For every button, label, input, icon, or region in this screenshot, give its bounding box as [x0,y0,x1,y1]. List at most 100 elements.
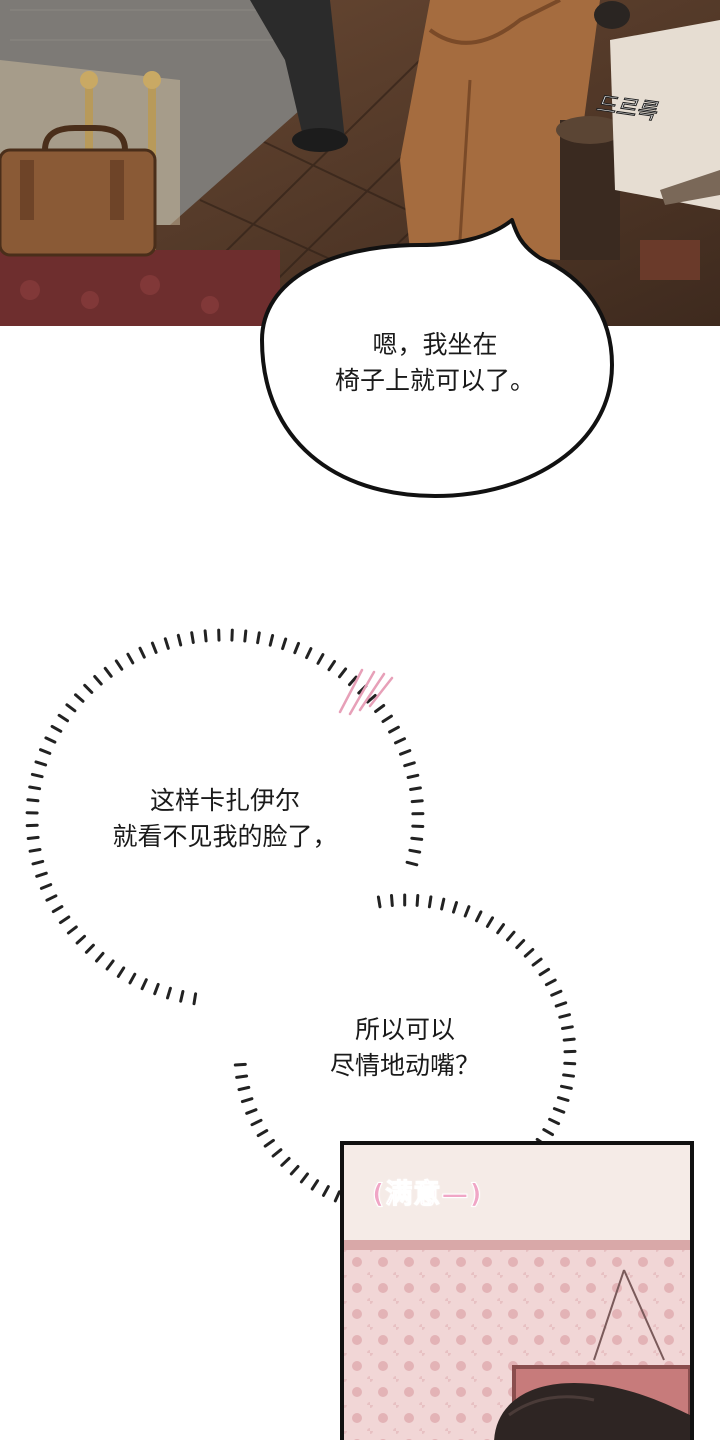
bubble-hatch-stroke [166,986,172,1000]
bubble-hatch-stroke [403,761,416,768]
bubble-hatch-stroke [409,786,422,791]
bubble-hatch-stroke [496,923,505,935]
emphasis-strokes [338,668,394,716]
bottom-comic-panel [340,1141,694,1440]
thought-line-3: 所以可以 [354,1015,455,1044]
bubble-hatch-stroke [299,1172,309,1184]
bubble-hatch-stroke [26,835,40,840]
bubble-hatch-stroke [560,1084,573,1090]
bubble-hatch-stroke [515,939,526,950]
room-illustration [0,0,720,326]
bubble-hatch-stroke [406,773,420,779]
bubble-hatch-stroke [140,978,148,991]
bubble-hatch-stroke [28,848,42,853]
speech-line-2: 椅子上就可以了。 [334,366,535,396]
bubble-hatch-stroke [552,1107,566,1114]
bubble-hatch-stroke [563,1061,577,1066]
thought-line-2: 就看不见我的脸了， [112,822,338,852]
top-comic-panel: 드르륵 [0,0,720,326]
bubble-hatch-stroke [548,1117,561,1126]
bubble-hatch-stroke [268,634,275,647]
thought-line-4: 尽情地动嘴？ [329,1051,480,1081]
bubble-hatch-stroke [388,725,400,734]
bubble-hatch-stroke [376,895,382,909]
bubble-hatch-stroke [293,641,300,655]
bubble-hatch-stroke [66,925,78,935]
bubble-hatch-stroke [394,737,406,745]
bubble-hatch-stroke [83,683,94,694]
bubble-hatch-stroke [374,704,386,713]
bubble-hatch-stroke [523,948,535,958]
bubble-hatch-stroke [203,629,208,643]
bubble-hatch-stroke [531,957,543,967]
bubble-hatch-stroke [281,637,288,651]
bubble-hatch-stroke [463,905,471,918]
bubble-hatch-stroke [271,1148,283,1158]
bubble-hatch-stroke [126,652,135,665]
bubble-hatch-stroke [176,633,183,647]
bubble-hatch-stroke [28,785,42,791]
bubble-hatch-stroke [305,647,313,660]
bubble-hatch-stroke [58,915,71,925]
bubble-hatch-stroke [114,659,124,671]
bubble-hatch-stroke [562,1073,575,1078]
bubble-hatch-stroke [74,693,85,703]
bubble-hatch-stroke [138,646,146,659]
bubble-hatch-stroke [34,760,48,767]
bubble-hatch-stroke [348,675,358,687]
thought-line-1: 这样卡扎伊尔 [149,786,300,815]
bubble-hatch-stroke [240,1097,254,1104]
bubble-hatch-stroke [93,675,103,686]
bubble-hatch-stroke [475,910,483,923]
bubble-hatch-stroke [256,631,261,645]
bubble-hatch-stroke [237,1085,251,1092]
bubble-hatch-stroke [84,943,95,954]
bubble-hatch-stroke [128,972,137,985]
bubble-hatch-stroke [233,1062,247,1067]
bubble-hatch-stroke [150,641,158,654]
bubble-hatch-stroke [381,714,393,723]
bubble-hatch-stroke [338,667,348,679]
bubble-hatch-stroke [561,1025,574,1030]
bubble-hatch-stroke [75,934,86,945]
bubble-hatch-stroke [408,848,422,854]
bubble-hatch-stroke [153,982,160,996]
bubble-hatch-stroke [562,1037,576,1042]
bubble-hatch-stroke [556,1096,570,1102]
bubble-hatch-stroke [51,905,64,914]
bubble-hatch-stroke [105,959,115,971]
bubble-hatch-stroke [30,772,44,779]
bubble-hatch-stroke [26,798,40,803]
bubble-hatch-stroke [558,1013,571,1019]
bubble-hatch-stroke [192,992,198,1006]
bubble-hatch-stroke [506,930,516,942]
bubble-hatch-stroke [245,1108,258,1115]
bubble-hatch-stroke [103,666,113,678]
bubble-hatch-stroke [163,637,170,650]
bubble-hatch-stroke [550,989,563,997]
thought-bubble-text-2: 所以可以 尽情地动嘴？ [280,1012,530,1085]
bubble-hatch-stroke [243,629,248,643]
bubble-hatch-stroke [235,1074,249,1079]
bubble-hatch-stroke [35,871,48,878]
bubble-hatch-stroke [327,659,336,672]
bubble-hatch-stroke [538,967,551,977]
bubble-hatch-stroke [65,703,77,713]
bubble-hatch-stroke [366,694,377,704]
bubble-hatch-stroke [39,883,53,890]
bubble-hatch-stroke [190,631,195,644]
bubble-hatch-stroke [440,897,446,911]
bubble-hatch-stroke [310,1179,320,1191]
bubble-hatch-stroke [179,990,185,1003]
thought-bubble [25,628,577,1217]
bubble-hatch-stroke [544,978,557,987]
speech-bubble-text: 嗯，我坐在 椅子上就可以了。 [290,327,580,400]
bubble-hatch-stroke [410,799,424,804]
bubble-hatch-stroke [39,748,52,755]
bubble-hatch-stroke [31,859,45,866]
bubble-hatch-stroke [280,1156,291,1167]
satisfied-annotation: (满意—) [372,1179,483,1211]
bubble-hatch-stroke [399,749,412,756]
bubble-hatch-stroke [427,895,433,909]
bubble-hatch-stroke [452,901,458,914]
